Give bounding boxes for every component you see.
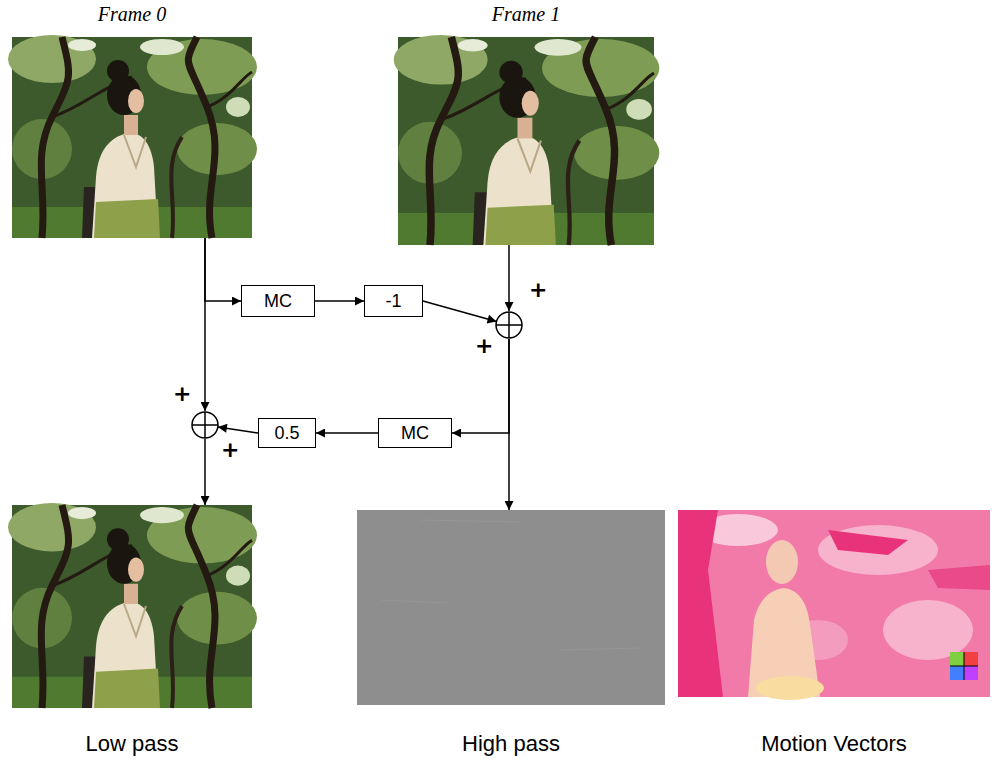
signal-arrow bbox=[204, 238, 206, 411]
motion-vector-map-part bbox=[678, 510, 723, 697]
sign-label: + bbox=[529, 279, 547, 301]
frame-1-photo-part bbox=[394, 35, 660, 245]
high-pass-image-part bbox=[380, 520, 640, 650]
box-label: -1 bbox=[385, 292, 401, 310]
adder-circle: ++ bbox=[495, 311, 523, 339]
adder-cross bbox=[192, 412, 218, 438]
motion-vector-map-part bbox=[756, 676, 824, 700]
frame-0-photo-part bbox=[8, 35, 257, 238]
output-image: Low pass bbox=[12, 505, 252, 708]
motion-vector-map-part bbox=[828, 530, 908, 555]
box-label: MC bbox=[264, 292, 292, 310]
signal-arrow bbox=[316, 432, 378, 434]
motion-vector-map-part bbox=[964, 666, 978, 680]
output-image: High pass bbox=[357, 510, 665, 705]
signal-arrow bbox=[508, 245, 510, 311]
motion-vector-map-part bbox=[950, 652, 964, 666]
frame-0-photo bbox=[8, 35, 257, 238]
box-label: 0.5 bbox=[274, 424, 299, 442]
sign-label: + bbox=[173, 383, 191, 405]
motion-vector-map-part bbox=[678, 510, 990, 697]
high-pass-image bbox=[357, 510, 665, 705]
frame-1-photo bbox=[394, 35, 660, 245]
adder-cross bbox=[496, 312, 522, 338]
sign-label: + bbox=[221, 439, 239, 461]
motion-vector-map-part bbox=[964, 652, 978, 666]
motion-vector-map-part bbox=[818, 525, 938, 575]
high-pass-image-part bbox=[357, 510, 665, 705]
motion-vector-map-part bbox=[928, 565, 990, 590]
signal-arrow bbox=[218, 427, 258, 433]
image-caption: High pass bbox=[357, 731, 665, 757]
gain-box: -1 bbox=[364, 285, 423, 317]
motion-vector-map-part bbox=[883, 600, 973, 660]
process-box: MC bbox=[378, 418, 452, 448]
signal-arrow bbox=[315, 300, 364, 302]
adder-symbol bbox=[495, 311, 523, 339]
signal-arrow bbox=[204, 439, 206, 505]
motion-vector-map bbox=[678, 510, 990, 700]
motion-vector-map-part bbox=[766, 540, 798, 584]
motion-vector-map-part bbox=[950, 666, 964, 680]
adder-symbol bbox=[191, 411, 219, 439]
low-pass-photo bbox=[8, 503, 257, 708]
adder-circle: ++ bbox=[191, 411, 219, 439]
image-caption: Low pass bbox=[12, 731, 252, 757]
process-box: MC bbox=[241, 285, 315, 317]
image-caption: Frame 0 bbox=[12, 3, 252, 26]
image-caption: Frame 1 bbox=[398, 3, 654, 26]
signal-arrow bbox=[423, 301, 497, 322]
adder-circle-outline bbox=[496, 312, 522, 338]
output-image: Motion Vectors bbox=[678, 510, 990, 697]
frame-photo: Frame 1 bbox=[398, 37, 654, 245]
signal-arrow bbox=[508, 339, 510, 510]
sign-label: + bbox=[475, 335, 493, 357]
signal-arrow bbox=[205, 238, 241, 301]
adder-circle-outline bbox=[192, 412, 218, 438]
image-caption: Motion Vectors bbox=[678, 731, 990, 757]
frame-photo: Frame 0 bbox=[12, 37, 252, 238]
motion-vector-map-part bbox=[950, 652, 978, 680]
gain-box: 0.5 bbox=[258, 418, 316, 448]
low-pass-photo-part bbox=[8, 503, 257, 708]
box-label: MC bbox=[401, 424, 429, 442]
